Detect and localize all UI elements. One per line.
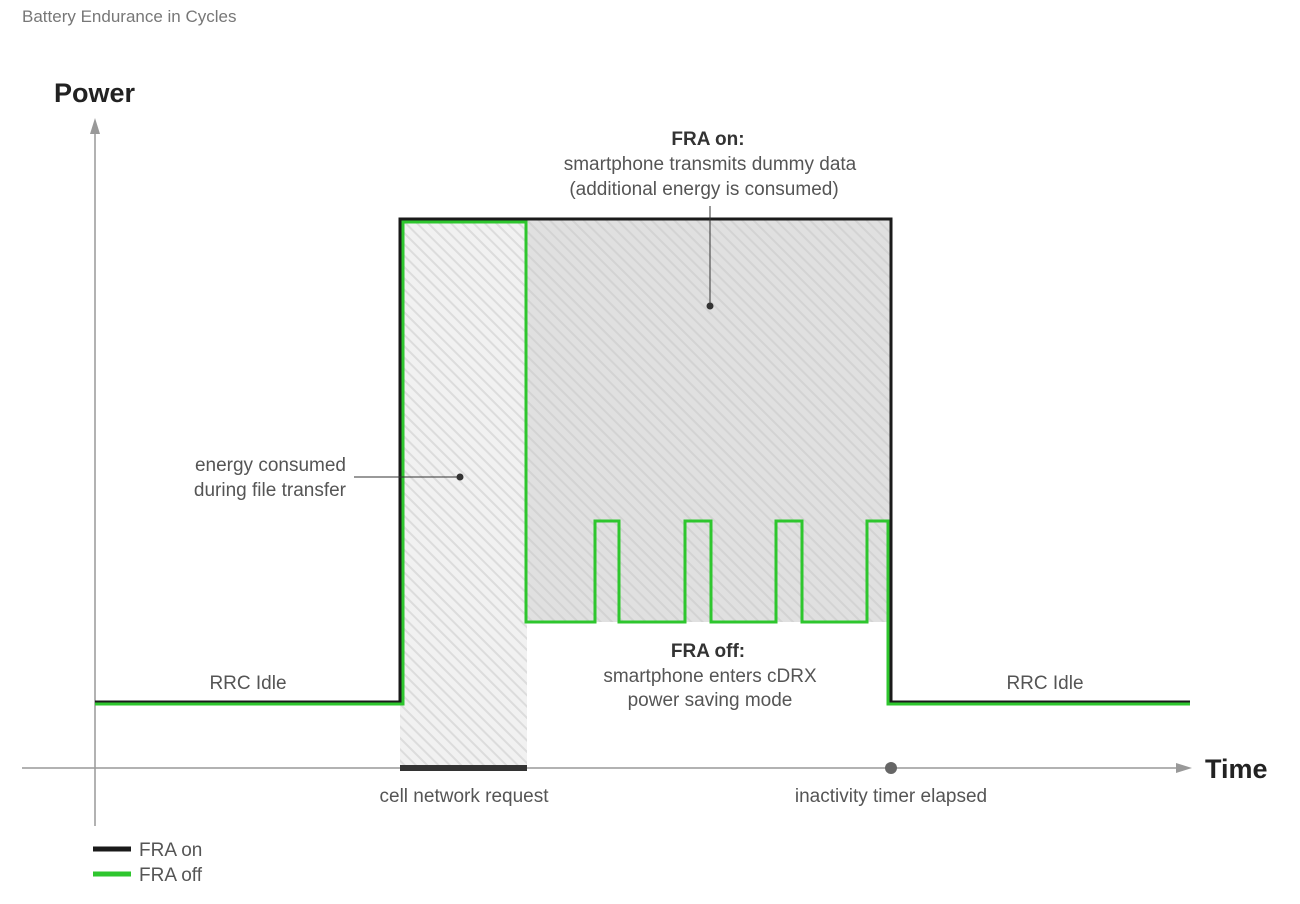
rrc-idle-right: RRC Idle <box>1006 673 1083 694</box>
transfer-energy-area <box>400 222 527 768</box>
x-axis-title: Time <box>1205 754 1268 784</box>
fra-on-title: FRA on: <box>671 129 744 150</box>
energy-line2: during file transfer <box>194 480 347 501</box>
inactivity-label: inactivity timer elapsed <box>795 786 987 807</box>
y-axis-title: Power <box>54 78 136 108</box>
energy-line1: energy consumed <box>195 455 346 476</box>
cell-request-label: cell network request <box>380 786 550 807</box>
legend: FRA on FRA off <box>93 840 203 886</box>
legend-label-fra-off: FRA off <box>139 865 203 886</box>
fra-off-trace <box>95 220 1190 706</box>
fra-off-line1: smartphone enters cDRX <box>603 666 817 687</box>
fra-off-title: FRA off: <box>671 641 745 662</box>
legend-label-fra-on: FRA on <box>139 840 202 861</box>
fra-on-line1: smartphone transmits dummy data <box>564 154 857 175</box>
dummy-data-energy-area <box>527 219 891 622</box>
rrc-idle-left: RRC Idle <box>209 673 286 694</box>
inactivity-marker <box>885 762 897 774</box>
fra-on-leader-dot <box>706 302 714 310</box>
x-axis-arrow <box>1176 763 1192 773</box>
y-axis-arrow <box>90 118 100 134</box>
fra-on-line2: (additional energy is consumed) <box>569 179 838 200</box>
fra-off-line2: power saving mode <box>628 690 793 711</box>
energy-leader-dot <box>456 473 464 481</box>
page-title: Battery Endurance in Cycles <box>22 7 237 26</box>
fra-on-trace <box>95 217 1190 704</box>
